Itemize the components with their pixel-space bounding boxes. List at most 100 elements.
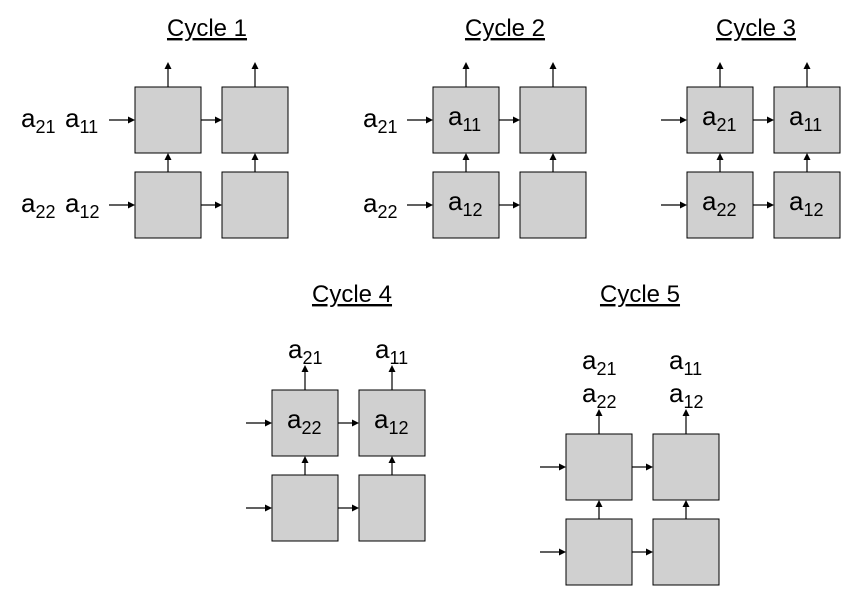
pe-cell-r1-c2-value: a11	[789, 101, 822, 135]
col-1-link-arrow	[595, 500, 603, 519]
output-c1-item-1-base: a	[582, 345, 597, 375]
pe-cell-r1-c1-value: a11	[448, 101, 481, 135]
col-2-link-arrow	[803, 153, 811, 172]
row-1-link-arrow	[632, 463, 653, 471]
pe-cell-r1-c1-value-subscript: 11	[462, 115, 481, 135]
pe-cell-r1-c1-value: a21	[702, 101, 737, 135]
input-r1-item-2-subscript: 11	[79, 117, 98, 137]
col-2-output-arrow	[682, 409, 690, 434]
input-r1-item-1-base: a	[21, 103, 36, 133]
input-r2-item-2-base: a	[65, 188, 80, 218]
row-2-link-arrow	[499, 201, 520, 209]
cycle-title: Cycle 3	[716, 15, 796, 42]
pe-cell-r1-c1-value-subscript: 21	[716, 115, 736, 135]
pe-cell-r2-c1	[271, 474, 339, 542]
output-c1-item-1: a21	[288, 334, 323, 368]
col-2-output-arrow	[388, 365, 396, 390]
output-c2-item-2-base: a	[669, 378, 684, 408]
input-r2-item-1: a22	[363, 188, 398, 222]
output-c2-item-1-base: a	[375, 334, 390, 364]
pe-cell-r1-c2-value: a12	[374, 404, 409, 438]
input-r1-item-2-base: a	[65, 103, 80, 133]
pe-cell-r1-c2-value-subscript: 12	[388, 418, 408, 438]
col-1-output-arrow	[716, 62, 724, 87]
col-2-link-arrow	[549, 153, 557, 172]
pe-cell-r2-c1	[432, 171, 500, 239]
row-2-input-arrow	[540, 548, 566, 556]
col-1-link-arrow	[462, 153, 470, 172]
row-2-link-arrow	[201, 201, 222, 209]
input-r1-item-1: a21	[21, 103, 56, 137]
pe-cell-r2-c2-value: a12	[789, 186, 824, 220]
pe-cell-r1-c1	[565, 433, 633, 501]
cycle-title: Cycle 4	[312, 281, 392, 308]
input-r1-item-1-base: a	[363, 103, 378, 133]
pe-cell-r2-c1-value-base: a	[702, 186, 717, 216]
input-r1-item-2: a11	[65, 103, 98, 137]
input-r2-item-2: a12	[65, 188, 100, 222]
output-c2-item-2: a12	[669, 378, 704, 412]
output-c2-item-2-subscript: 12	[683, 392, 703, 412]
row-2-input-arrow	[661, 201, 687, 209]
pe-cell-r1-c1	[134, 86, 202, 154]
input-r2-item-1: a22	[21, 188, 56, 222]
pe-cell-r2-c2	[358, 474, 426, 542]
cycle-title: Cycle 1	[167, 15, 247, 42]
output-c1-item-1: a21	[582, 345, 617, 379]
row-2-link-arrow	[632, 548, 653, 556]
pe-cell-r2-c1-value-base: a	[448, 186, 463, 216]
row-1-input-arrow	[540, 463, 566, 471]
pe-cell-r1-c2	[652, 433, 720, 501]
pe-cell-r2-c1-value-subscript: 22	[716, 200, 736, 220]
col-1-output-arrow	[595, 409, 603, 434]
pe-cell-r1-c1-value-subscript: 22	[301, 418, 321, 438]
col-2-output-arrow	[251, 62, 259, 87]
pe-cell-r1-c1-value-base: a	[702, 101, 717, 131]
output-c2-item-1-subscript: 11	[683, 359, 702, 379]
input-r2-item-1-subscript: 22	[377, 202, 397, 222]
output-c2-item-1-subscript: 11	[389, 348, 408, 368]
col-1-output-arrow	[301, 365, 309, 390]
input-r1-item-1-subscript: 21	[35, 117, 55, 137]
row-1-input-arrow	[661, 116, 687, 124]
output-c1-item-1-subscript: 21	[596, 359, 616, 379]
output-c1-item-1-subscript: 21	[302, 348, 322, 368]
pe-cell-r1-c2	[519, 86, 587, 154]
output-c1-item-2: a22	[582, 378, 617, 412]
output-c1-item-1-base: a	[288, 334, 303, 364]
pe-cell-r1-c2-value-base: a	[374, 404, 389, 434]
cycle-title: Cycle 5	[600, 281, 680, 308]
output-c2-item-1-base: a	[669, 345, 684, 375]
pe-cell-r1-c1-value-base: a	[287, 404, 302, 434]
pe-cell-r2-c2	[221, 171, 289, 239]
pe-cell-r2-c2	[519, 171, 587, 239]
col-1-link-arrow	[164, 153, 172, 172]
row-1-link-arrow	[753, 116, 774, 124]
row-1-input-arrow	[407, 116, 433, 124]
row-1-link-arrow	[201, 116, 222, 124]
row-1-link-arrow	[338, 419, 359, 427]
pe-cell-r2-c1-value: a12	[448, 186, 483, 220]
pe-cell-r1-c2-value-subscript: 11	[803, 115, 822, 135]
pe-cell-r1-c2	[221, 86, 289, 154]
col-1-output-arrow	[164, 62, 172, 87]
pe-cell-r1-c2-value-base: a	[789, 101, 804, 131]
pe-cell-r1-c2	[773, 86, 841, 154]
pe-cell-r2-c2	[652, 518, 720, 586]
pe-cell-r2-c2-value-base: a	[789, 186, 804, 216]
row-2-link-arrow	[753, 201, 774, 209]
row-2-input-arrow	[246, 504, 272, 512]
row-2-link-arrow	[338, 504, 359, 512]
output-c2-item-1: a11	[669, 345, 702, 379]
col-2-output-arrow	[803, 62, 811, 87]
col-2-output-arrow	[549, 62, 557, 87]
col-1-link-arrow	[301, 456, 309, 475]
input-r2-item-1-subscript: 22	[35, 202, 55, 222]
pe-cell-r2-c1-value-subscript: 12	[462, 200, 482, 220]
